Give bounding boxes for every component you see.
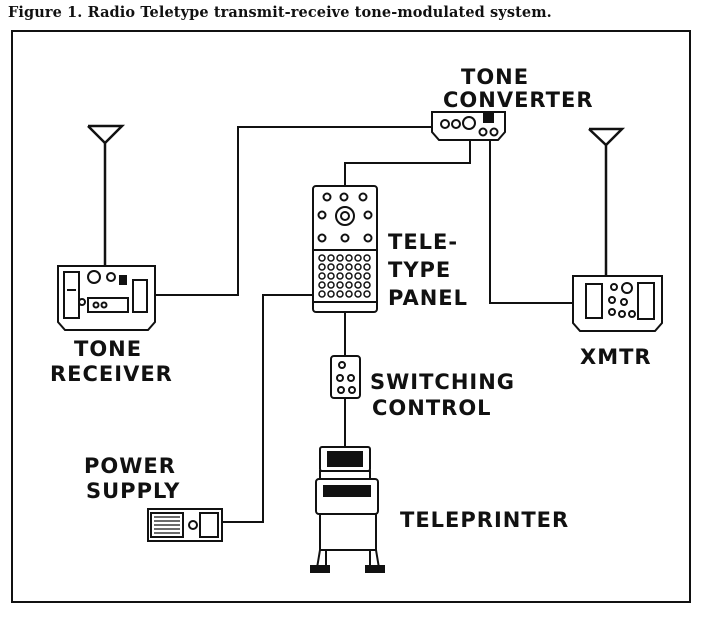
wire-converter-to-xmtr xyxy=(489,139,573,304)
tone-receiver-icon xyxy=(57,265,156,331)
tone-converter-label-line2: CONVERTER xyxy=(443,88,594,112)
receiver-antenna-icon xyxy=(87,124,126,266)
teletype-panel-label-line1: TELE- xyxy=(388,230,458,254)
wire-receiver-to-converter xyxy=(155,126,432,296)
connection-wires xyxy=(155,126,573,523)
switching-control-label-line1: SWITCHING xyxy=(370,370,515,394)
teletype-panel-label-line2: TYPE xyxy=(388,258,451,282)
wire-converter-to-panel xyxy=(344,139,471,186)
tone-receiver-label-line1: TONE xyxy=(74,337,142,361)
teletype-panel-label-line3: PANEL xyxy=(388,286,468,310)
xmtr-antenna-icon xyxy=(588,127,626,276)
tone-converter-label-line1: TONE xyxy=(461,65,529,89)
tone-receiver-label-line2: RECEIVER xyxy=(50,362,173,386)
switching-control-label-line2: CONTROL xyxy=(372,396,492,420)
figure-caption: Figure 1. Radio Teletype transmit-receiv… xyxy=(8,4,552,21)
power-supply-label-line1: POWER xyxy=(84,454,176,478)
teleprinter-label: TELEPRINTER xyxy=(400,508,569,532)
power-supply-icon xyxy=(147,508,223,542)
xmtr-label: XMTR xyxy=(580,345,652,369)
diagram-frame xyxy=(11,30,691,603)
tone-converter-icon xyxy=(431,111,506,141)
power-supply-label-line2: SUPPLY xyxy=(86,479,180,503)
teletype-panel-icon xyxy=(312,185,378,313)
switching-control-icon xyxy=(330,355,361,399)
teleprinter-icon xyxy=(310,446,385,573)
wire-panel-to-power xyxy=(222,294,313,523)
xmtr-icon xyxy=(572,275,663,332)
